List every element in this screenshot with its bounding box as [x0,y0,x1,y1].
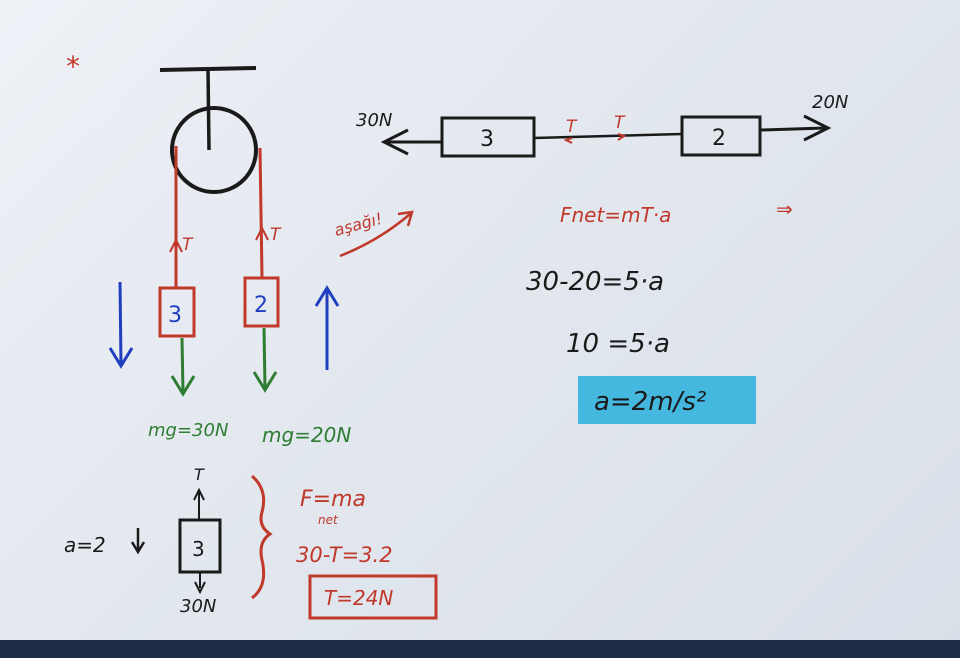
equations: Fnet=mT·a ⇒ 30-20=5·a 10 =5·a a=2m/s² [526,197,793,424]
mass-left-label: 3 [168,303,182,328]
fbd-accel-label: a=2 [64,533,106,557]
tension-arrow-right [255,225,269,241]
weight-arrow-right-shaft [262,327,267,389]
motion-arrow-up-head [314,285,340,307]
fbd-eq1-sub: net [318,513,339,527]
horizontal-diagram: 30N 3 T T 2 20N [356,92,848,158]
tension-label-left: T [182,235,194,255]
tension-arrow-left [169,237,183,253]
fbd-weight-label: 30N [180,596,216,617]
right-force-label: 20N [812,92,848,113]
right-block-label: 2 [712,126,726,151]
mass-left-box [158,286,196,338]
mass-right-label: 2 [254,293,268,318]
result-highlight [578,376,756,424]
free-body-diagram: a=2 T 3 30N F=ma net 30-T=3.2 T=24N [64,465,438,620]
mass-right-box [243,276,280,328]
fbd-tension-label: T [194,465,205,484]
left-force-label: 30N [356,110,392,131]
pulley-wheel [170,106,258,194]
rope-tension-right-arrow [617,133,627,141]
left-block-label: 3 [480,127,494,152]
motion-arrow-down-shaft [118,281,123,365]
fbd-eq1: F=ma [300,487,366,512]
right-force-head [803,114,832,142]
right-force-shaft [759,126,827,132]
weight-arrow-left-head [170,375,196,397]
weight-arrow-left-shaft [180,337,185,393]
left-force-head [380,128,409,156]
fbd-tension-arrow-head [193,487,205,501]
pulley-diagram: * T T 3 2 mg=30N mg=20N aşağı! [66,50,414,447]
fbd-result: T=24N [324,586,393,610]
fbd-block-label: 3 [192,537,205,561]
fbd-result-box [308,574,438,620]
rope-tension-left-arrow [563,137,573,144]
rope-right [258,147,264,279]
equation-line1: Fnet=mT·a [560,203,671,227]
fbd-weight-arrow-head [194,581,206,595]
weight-label-right: mg=20N [262,423,351,447]
equation-line1-arrow: ⇒ [776,197,793,221]
screen-bezel [0,640,960,658]
fbd-brace [250,474,273,600]
fbd-accel-arrow-head [130,541,146,555]
fbd-eq2: 30-T=3.2 [296,543,393,567]
rope-tension-right: T [614,113,626,133]
direction-note-arrow [339,213,411,258]
equation-result: a=2m/s² [594,387,706,417]
connecting-rope [533,132,683,140]
equation-line3: 10 =5·a [566,329,670,359]
asterisk-mark: * [66,50,80,83]
tension-label-right: T [270,225,282,245]
direction-note-arrowhead [397,210,414,227]
weight-label-left: mg=30N [148,420,228,441]
direction-note: aşağı! [332,209,384,240]
motion-arrow-down-head [108,347,134,369]
right-block [680,115,762,157]
weight-arrow-right-head [252,371,278,393]
equation-line2: 30-20=5·a [526,267,664,297]
rope-tension-left: T [566,117,578,137]
